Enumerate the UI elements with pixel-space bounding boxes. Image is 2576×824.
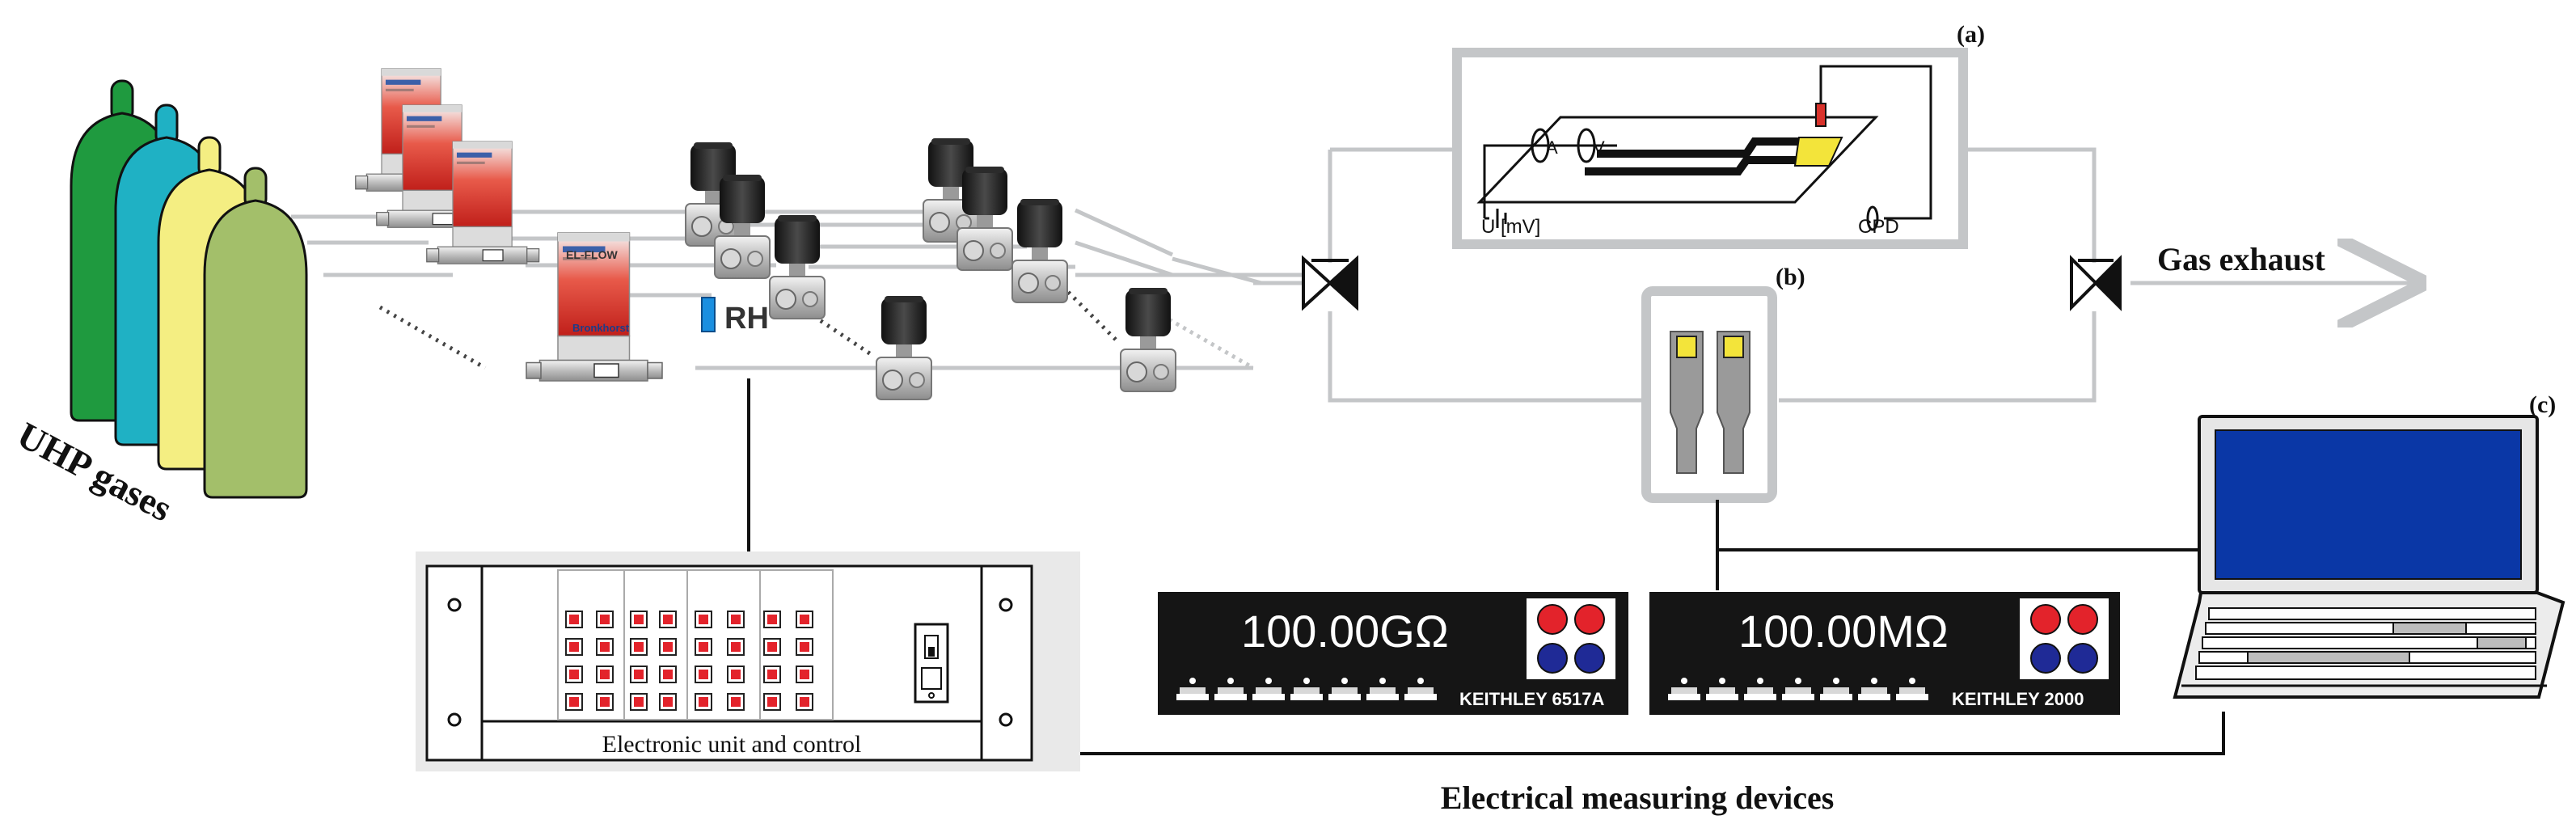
- three-way-valve-outlet: [2070, 255, 2122, 311]
- meter-display-reading: 100.00GΩ: [1241, 606, 1449, 657]
- panel-tag-c: (c): [2529, 391, 2556, 418]
- laptop-keyboard: [2195, 607, 2536, 680]
- gas-cylinder-olive: [203, 167, 308, 499]
- gas-exhaust-label: Gas exhaust: [2157, 241, 2325, 277]
- electrical-wiring: [747, 378, 2225, 755]
- power-switch: [914, 623, 949, 704]
- ammeter-symbol: A: [1546, 137, 1558, 158]
- mass-flow-controllers: EL-FLOW Bronkhorst: [355, 68, 663, 382]
- mfc-brand-label: Bronkhorst: [572, 322, 630, 334]
- uhp-gas-cylinders: UHP gases: [11, 79, 308, 530]
- humidity-sensor: RH: [701, 297, 769, 336]
- sensor-chip: [1670, 331, 1704, 474]
- panel-tag-a: (a): [1957, 21, 1985, 48]
- solenoid-valve: [1011, 198, 1068, 303]
- panel-tag-b: (b): [1776, 264, 1805, 290]
- multimeter-keithley-2000: 100.00MΩ KEITHLEY 2000: [1649, 592, 2120, 715]
- meter-model-label: KEITHLEY 6517A: [1459, 689, 1604, 709]
- control-module: [557, 569, 834, 720]
- laptop-computer: (c): [2173, 391, 2565, 699]
- three-way-valve-inlet: [1302, 255, 1358, 311]
- voltage-label: U [mV]: [1481, 216, 1540, 238]
- sensor-chip: [1717, 331, 1750, 474]
- cpd-measurement-chamber: (a) A V U [mV] CPD: [1452, 21, 1985, 249]
- electronic-control-unit: Electronic unit and control: [416, 551, 1080, 771]
- electrical-devices-label: Electrical measuring devices: [1441, 780, 1835, 816]
- solenoid-valve: [1120, 287, 1176, 392]
- cpd-label: CPD: [1858, 216, 1899, 238]
- solenoid-valve: [876, 295, 932, 400]
- resistive-sensor-chamber: (b): [1641, 264, 1805, 503]
- meter-display-reading: 100.00MΩ: [1738, 606, 1949, 657]
- meter-model-label: KEITHLEY 2000: [1952, 689, 2084, 709]
- rh-label: RH: [724, 302, 769, 336]
- electrometer-keithley-6517a: 100.00GΩ KEITHLEY 6517A: [1158, 592, 1628, 715]
- voltmeter-symbol: V: [1593, 137, 1605, 158]
- electronic-unit-label: Electronic unit and control: [602, 731, 862, 758]
- mfc-series-label: EL-FLOW: [566, 248, 619, 261]
